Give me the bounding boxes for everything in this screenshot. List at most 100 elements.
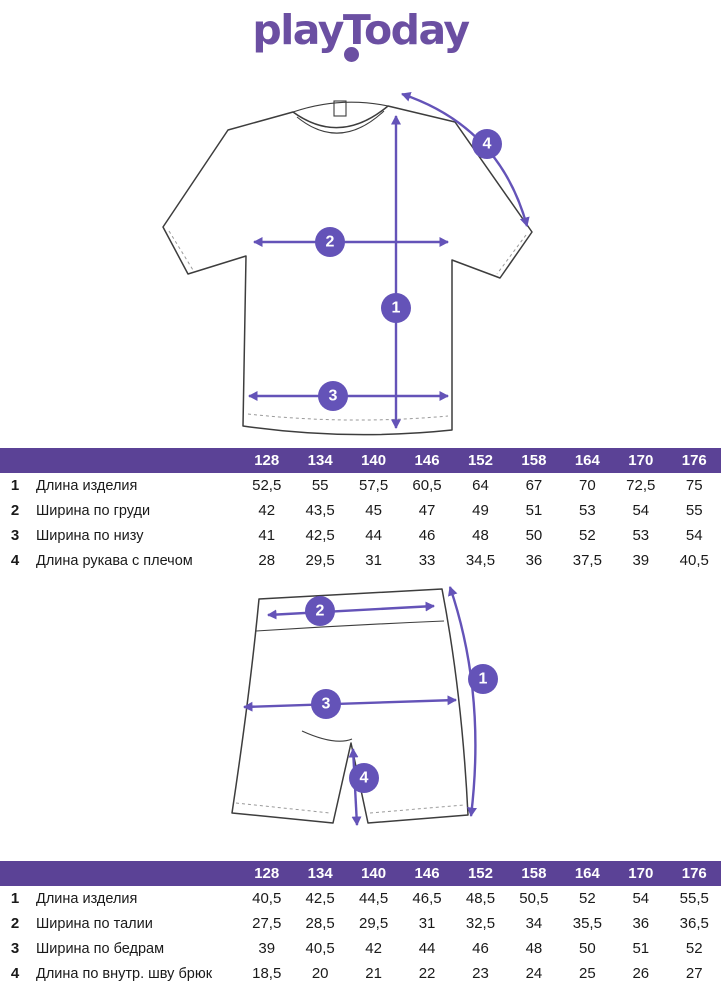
- size-col-header: 146: [400, 448, 454, 473]
- measure-row-label: Длина изделия: [36, 890, 138, 907]
- shorts-badge-4: 4: [349, 763, 379, 793]
- measure-value-cell: 29,5: [358, 915, 389, 932]
- badge-number: 2: [316, 603, 325, 620]
- measure-value-cell: 50: [579, 940, 596, 957]
- measure-row-label: Ширина по груди: [36, 502, 151, 519]
- measure-row-number: 3: [10, 940, 20, 957]
- size-col-header: 164: [560, 448, 615, 473]
- measure-value-cell: 50: [525, 527, 543, 544]
- measure-value-cell: 64: [472, 477, 489, 494]
- measure-value-cell: 44: [418, 940, 436, 957]
- size-col-header: 140: [346, 861, 401, 886]
- measure-value-cell: 75: [685, 477, 703, 494]
- badge-circle: [472, 129, 502, 159]
- badge-circle: [315, 227, 345, 257]
- size-col-header: 128: [240, 861, 294, 886]
- badge-number: 3: [329, 388, 338, 405]
- measure-value-cell: 24: [525, 965, 543, 982]
- measure-value-cell: 42,5: [305, 527, 335, 544]
- measure-value-cell: 44,5: [358, 890, 389, 907]
- logo-dot: [344, 47, 359, 62]
- measure-value-cell: 35,5: [572, 915, 602, 932]
- measure-arrow-length: [447, 586, 477, 817]
- measure-value-cell: 28: [258, 552, 276, 569]
- tshirt-badge-2: 2: [315, 227, 345, 257]
- badge-circle: [349, 763, 379, 793]
- measure-value-cell: 70: [579, 477, 596, 494]
- measure-value-cell: 20: [311, 965, 329, 982]
- size-col-header: 170: [614, 861, 668, 886]
- measure-value-cell: 54: [685, 527, 703, 544]
- shorts-badge-1: 1: [468, 664, 498, 694]
- tshirt-badge-1: 1: [381, 293, 411, 323]
- measure-value-cell: 40,5: [679, 552, 709, 569]
- waistband-seam: [255, 620, 445, 632]
- badge-circle: [305, 596, 335, 626]
- hem-stitch: [247, 413, 449, 421]
- measure-value-cell: 40,5: [305, 940, 335, 957]
- measure-value-cell: 48: [525, 940, 543, 957]
- table-corner: [0, 861, 240, 886]
- badge-number: 4: [483, 136, 492, 153]
- measure-arrow-hips: [243, 695, 457, 712]
- collar-back-seam: [292, 101, 389, 113]
- measure-value-cell: 46: [418, 527, 436, 544]
- measure-row-number: 3: [10, 527, 20, 544]
- measure-value-cell: 34: [525, 915, 543, 932]
- measure-value-cell: 52,5: [252, 477, 282, 494]
- measure-value-cell: 43,5: [305, 502, 335, 519]
- badge-circle: [468, 664, 498, 694]
- measure-row-label: Ширина по талии: [36, 915, 153, 932]
- badge-number: 3: [322, 696, 331, 713]
- measure-value-cell: 67: [525, 477, 543, 494]
- size-col-header: 134: [293, 448, 347, 473]
- brand-header: playToday: [0, 0, 721, 64]
- measure-value-cell: 29,5: [305, 552, 335, 569]
- measure-arrow-waist: [267, 601, 435, 620]
- right-sleeve-stitch: [496, 234, 527, 275]
- measure-value-cell: 42: [365, 940, 382, 957]
- measure-value-cell: 41: [258, 527, 276, 544]
- size-col-header: 134: [293, 861, 347, 886]
- measure-row-label: Длина рукава с плечом: [36, 552, 193, 569]
- left-sleeve-stitch: [168, 230, 194, 271]
- measure-value-cell: 52: [685, 940, 703, 957]
- size-col-header: 146: [400, 861, 454, 886]
- measure-row-number: 4: [10, 965, 20, 982]
- measure-value-cell: 60,5: [412, 477, 442, 494]
- measure-value-cell: 52: [579, 527, 596, 544]
- size-col-header: 158: [507, 861, 561, 886]
- measure-value-cell: 21: [365, 965, 382, 982]
- size-col-header: 140: [346, 448, 401, 473]
- measure-value-cell: 48: [472, 527, 489, 544]
- shorts-badge-3: 3: [311, 689, 341, 719]
- measure-value-cell: 42: [258, 502, 276, 519]
- measure-value-cell: 36: [525, 552, 543, 569]
- badge-circle: [311, 689, 341, 719]
- measure-value-cell: 50,5: [519, 890, 549, 907]
- measure-value-cell: 49: [472, 502, 489, 519]
- measure-value-cell: 51: [632, 940, 650, 957]
- badge-number: 1: [392, 300, 401, 317]
- badge-circle: [318, 381, 348, 411]
- measure-value-cell: 46,5: [412, 890, 442, 907]
- measure-value-cell: 36,5: [679, 915, 709, 932]
- measure-value-cell: 22: [418, 965, 436, 982]
- measure-value-cell: 53: [632, 527, 650, 544]
- shorts-badge-2: 2: [305, 596, 335, 626]
- measure-value-cell: 25: [579, 965, 596, 982]
- measure-value-cell: 48,5: [465, 890, 496, 907]
- measure-value-cell: 52: [579, 890, 596, 907]
- shorts-diagram: 2 3 1 4: [231, 586, 498, 826]
- brand-logo: playToday: [252, 6, 470, 54]
- measure-value-cell: 45: [365, 502, 382, 519]
- measure-row-number: 4: [10, 552, 20, 569]
